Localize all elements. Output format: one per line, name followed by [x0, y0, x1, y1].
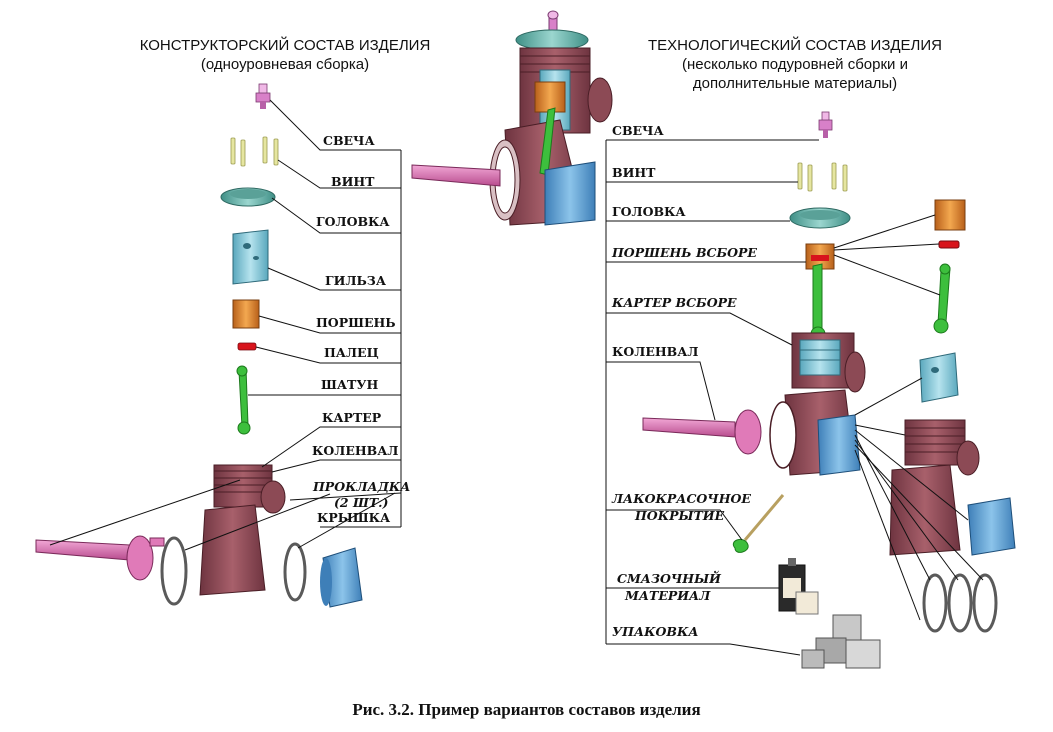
right-label-head: ГОЛОВКА	[612, 204, 686, 219]
right-label-paint-1: ЛАКОКРАСОЧНОЕ	[612, 491, 751, 506]
left-gaskets	[160, 536, 307, 606]
right-cylinder-liner	[919, 352, 959, 403]
left-head	[220, 187, 276, 207]
left-crankshaft	[35, 535, 165, 581]
left-crankcase	[199, 464, 286, 596]
left-spark-plug	[255, 83, 271, 109]
lubricant-icon	[778, 558, 819, 615]
right-cover	[967, 497, 1016, 556]
right-crankshaft	[642, 409, 762, 455]
figure-caption: Рис. 3.2. Пример вариантов составов изде…	[352, 700, 701, 719]
right-header: ТЕХНОЛОГИЧЕСКИЙ СОСТАВ ИЗДЕЛИЯ (нескольк…	[620, 36, 970, 93]
right-subtitle-2: дополнительные материалы)	[692, 75, 898, 92]
left-piston	[232, 299, 260, 329]
right-label-screw: ВИНТ	[612, 165, 656, 180]
center-engine	[411, 10, 613, 226]
left-label-pin: ПАЛЕЦ	[324, 345, 379, 360]
right-label-lubricant-2: МАТЕРИАЛ	[625, 588, 711, 603]
right-crankcase	[889, 419, 980, 556]
left-label-head: ГОЛОВКА	[316, 214, 390, 229]
left-label-cover: КРЫШКА	[317, 510, 391, 525]
right-pin	[938, 240, 960, 249]
right-head	[789, 207, 851, 229]
left-leader-lines	[49, 99, 402, 551]
left-connecting-rod	[236, 365, 251, 435]
left-label-screw: ВИНТ	[331, 174, 375, 189]
left-label-crankcase: КАРТЕР	[322, 410, 382, 425]
left-cover	[320, 547, 363, 608]
right-label-piston-assembly: ПОРШЕНЬ ВСБОРЕ	[612, 245, 757, 260]
left-subtitle: (одноуровневая сборка)	[200, 56, 370, 73]
right-label-lubricant-1: СМАЗОЧНЫЙ	[617, 571, 721, 586]
right-gaskets	[922, 573, 998, 633]
right-title: ТЕХНОЛОГИЧЕСКИЙ СОСТАВ ИЗДЕЛИЯ	[647, 37, 943, 54]
right-screws	[797, 162, 848, 192]
right-label-package: УПАКОВКА	[612, 624, 699, 639]
left-label-spark-plug: СВЕЧА	[323, 133, 375, 148]
package-icon	[801, 614, 881, 669]
right-label-crankshaft: КОЛЕНВАЛ	[612, 344, 699, 359]
paint-brush-icon	[732, 494, 785, 553]
right-leader-lines	[605, 139, 984, 656]
right-label-crankcase-assembly: КАРТЕР ВСБОРЕ	[612, 295, 737, 310]
right-spark-plug	[818, 111, 833, 138]
left-title: КОНСТРУКТОРСКИЙ СОСТАВ ИЗДЕЛИЯ	[139, 37, 431, 54]
right-piston-assembly	[805, 243, 835, 342]
right-rod	[933, 263, 951, 334]
right-label-paint-2: ПОКРЫТИЕ	[635, 508, 725, 523]
right-piston	[934, 199, 966, 231]
left-cylinder-liner	[232, 229, 269, 285]
left-screws	[230, 136, 279, 167]
right-crankcase-assembly	[769, 332, 866, 476]
right-label-spark-plug: СВЕЧА	[612, 123, 664, 138]
left-label-crankshaft: КОЛЕНВАЛ	[312, 443, 399, 458]
left-label-rod: ШАТУН	[321, 377, 379, 392]
left-label-piston: ПОРШЕНЬ	[316, 315, 396, 330]
left-label-liner: ГИЛЬЗА	[325, 273, 387, 288]
right-subtitle-1: (несколько подуровней сборки и	[682, 56, 908, 73]
left-header: КОНСТРУКТОРСКИЙ СОСТАВ ИЗДЕЛИЯ (одноуров…	[110, 36, 460, 74]
left-pin	[237, 342, 257, 351]
left-label-gasket: ПРОКЛАДКА	[313, 479, 411, 494]
left-label-gasket-qty: (2 ШТ.)	[334, 495, 389, 510]
